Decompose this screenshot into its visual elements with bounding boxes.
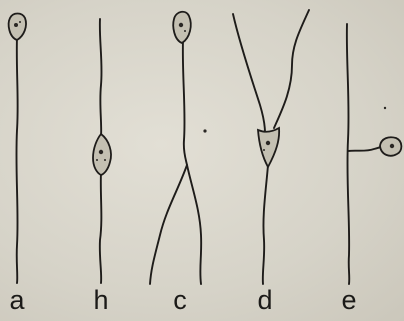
- neuron-e: [347, 24, 402, 284]
- neuron-a-granule: [19, 21, 21, 23]
- speck-2: [384, 107, 386, 109]
- neuron-d: [233, 10, 309, 284]
- neuron-b-nucleus: [99, 150, 103, 154]
- neuron-c-nucleus: [179, 23, 183, 27]
- neuron-e-stalk: [348, 147, 382, 151]
- neuron-c-branch-left: [150, 165, 187, 284]
- label-a: a: [9, 285, 24, 315]
- neuron-d-granule: [263, 149, 265, 151]
- neuron-d-lower-fiber: [263, 165, 268, 284]
- neuron-c-soma: [173, 12, 190, 43]
- label-e: e: [341, 285, 356, 315]
- neuron-e-nucleus: [390, 144, 394, 148]
- neuron-b-upper-fiber: [100, 19, 102, 137]
- neuron-c-branch-right: [187, 165, 201, 284]
- neuron-a-soma: [9, 14, 26, 41]
- neuron-c-granule: [184, 30, 186, 32]
- neuron-b-granule-2: [104, 159, 106, 161]
- label-b: h: [93, 285, 108, 315]
- neuron-d-left-fiber: [233, 14, 265, 133]
- label-c: c: [173, 285, 187, 315]
- neuron-c-stem: [183, 40, 187, 165]
- neuron-b-soma: [93, 134, 111, 175]
- label-d: d: [257, 285, 272, 315]
- neuron-d-soma: [258, 128, 279, 167]
- speck-1: [203, 129, 206, 132]
- neuron-e-fiber: [347, 24, 349, 284]
- neuron-b: [93, 19, 111, 283]
- neuron-a-nucleus: [14, 23, 18, 27]
- neuron-a: [9, 14, 26, 284]
- neuron-b-granule-1: [96, 159, 98, 161]
- neuron-a-fiber: [16, 37, 17, 283]
- neuron-d-nucleus: [266, 141, 270, 145]
- neuron-d-right-fiber: [274, 10, 309, 128]
- neuron-b-lower-fiber: [100, 172, 102, 283]
- neuron-c: [150, 12, 201, 284]
